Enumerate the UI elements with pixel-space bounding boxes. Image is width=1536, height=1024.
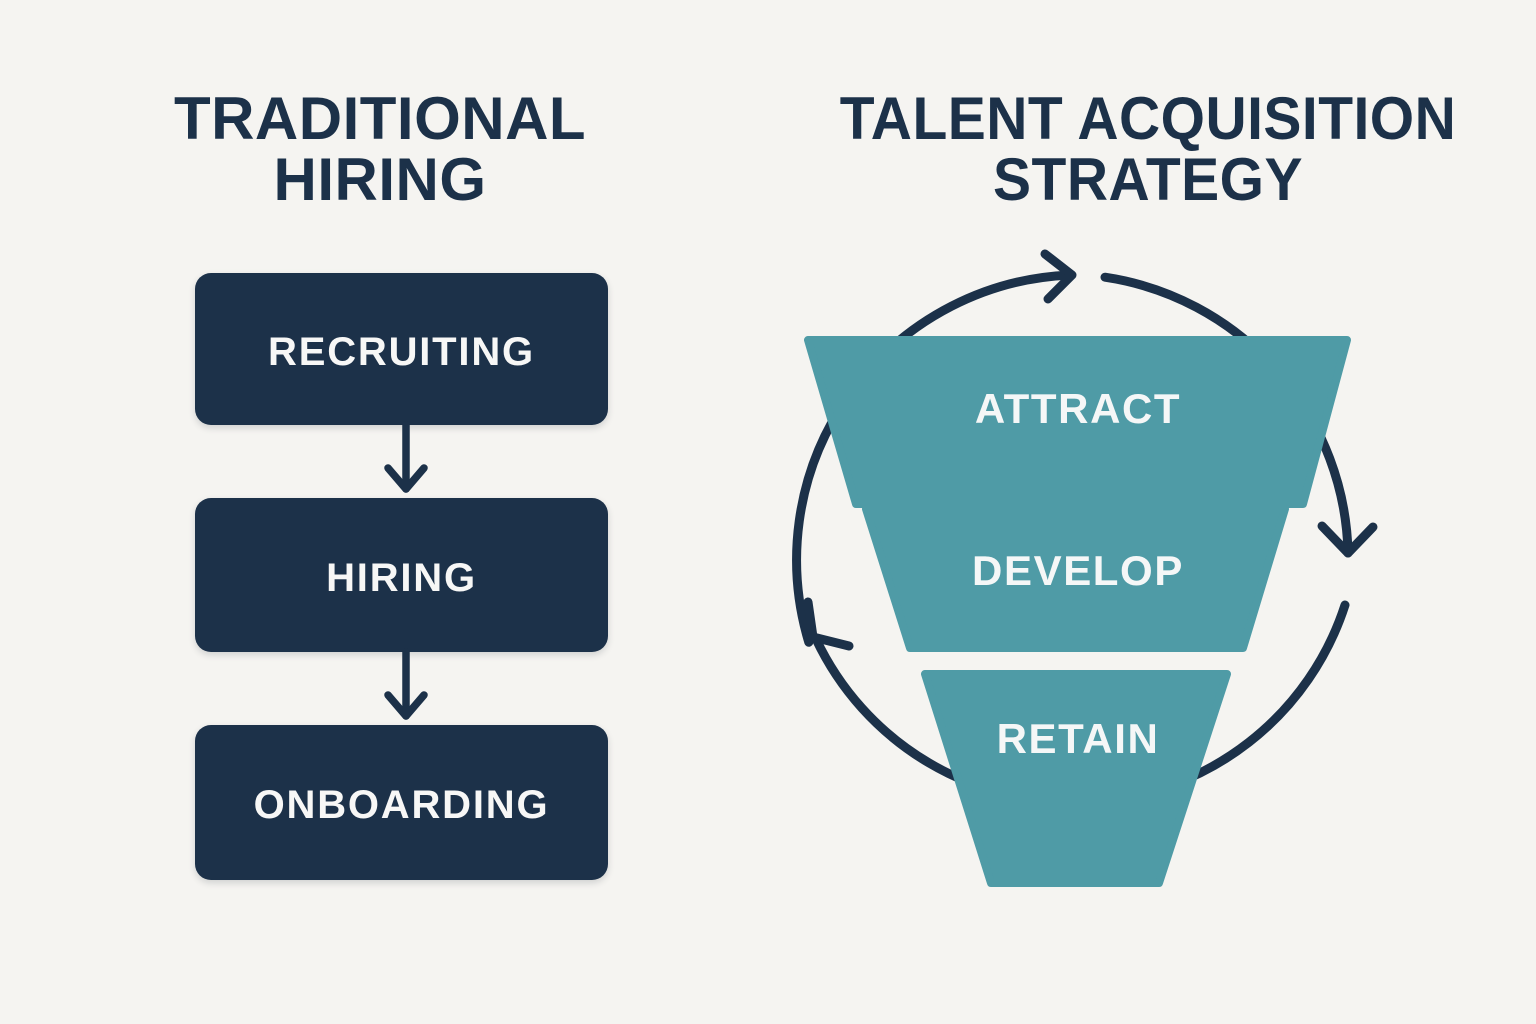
funnel-group: ATTRACT DEVELOP RETAIN <box>804 336 1351 887</box>
talent-acquisition-panel: TALENT ACQUISITION STRATEGY <box>760 0 1536 1024</box>
flow-step-onboarding[interactable]: ONBOARDING <box>195 725 608 880</box>
funnel-stage-retain[interactable]: RETAIN <box>921 670 1231 887</box>
cycle-and-funnel: ATTRACT DEVELOP RETAIN <box>792 249 1378 887</box>
funnel-stage-develop[interactable]: DEVELOP <box>862 505 1289 652</box>
funnel-stage-label: ATTRACT <box>975 385 1181 432</box>
down-arrow-icon <box>384 648 428 720</box>
flow-step-label: ONBOARDING <box>253 783 550 827</box>
title-line-1: TRADITIONAL <box>173 85 587 152</box>
funnel-stage-label: DEVELOP <box>972 547 1184 594</box>
flow-step-label: HIRING <box>326 555 477 600</box>
flow-step-hiring[interactable]: HIRING <box>195 498 608 652</box>
flow-step-label: RECRUITING <box>268 329 535 374</box>
title-line-1: TALENT ACQUISITION <box>839 85 1457 152</box>
flow-step-recruiting[interactable]: RECRUITING <box>195 273 608 425</box>
down-arrow-icon <box>384 421 428 493</box>
title-line-2: HIRING <box>273 146 487 214</box>
talent-acquisition-title: TALENT ACQUISITION STRATEGY <box>787 85 1509 214</box>
funnel-stage-label: RETAIN <box>997 715 1160 762</box>
title-line-2: STRATEGY <box>993 146 1303 214</box>
traditional-hiring-panel: TRADITIONAL HIRING RECRUITING HIRING ONB… <box>0 0 760 1024</box>
funnel-stage-attract[interactable]: ATTRACT <box>804 336 1351 508</box>
traditional-hiring-title: TRADITIONAL HIRING <box>30 85 730 214</box>
